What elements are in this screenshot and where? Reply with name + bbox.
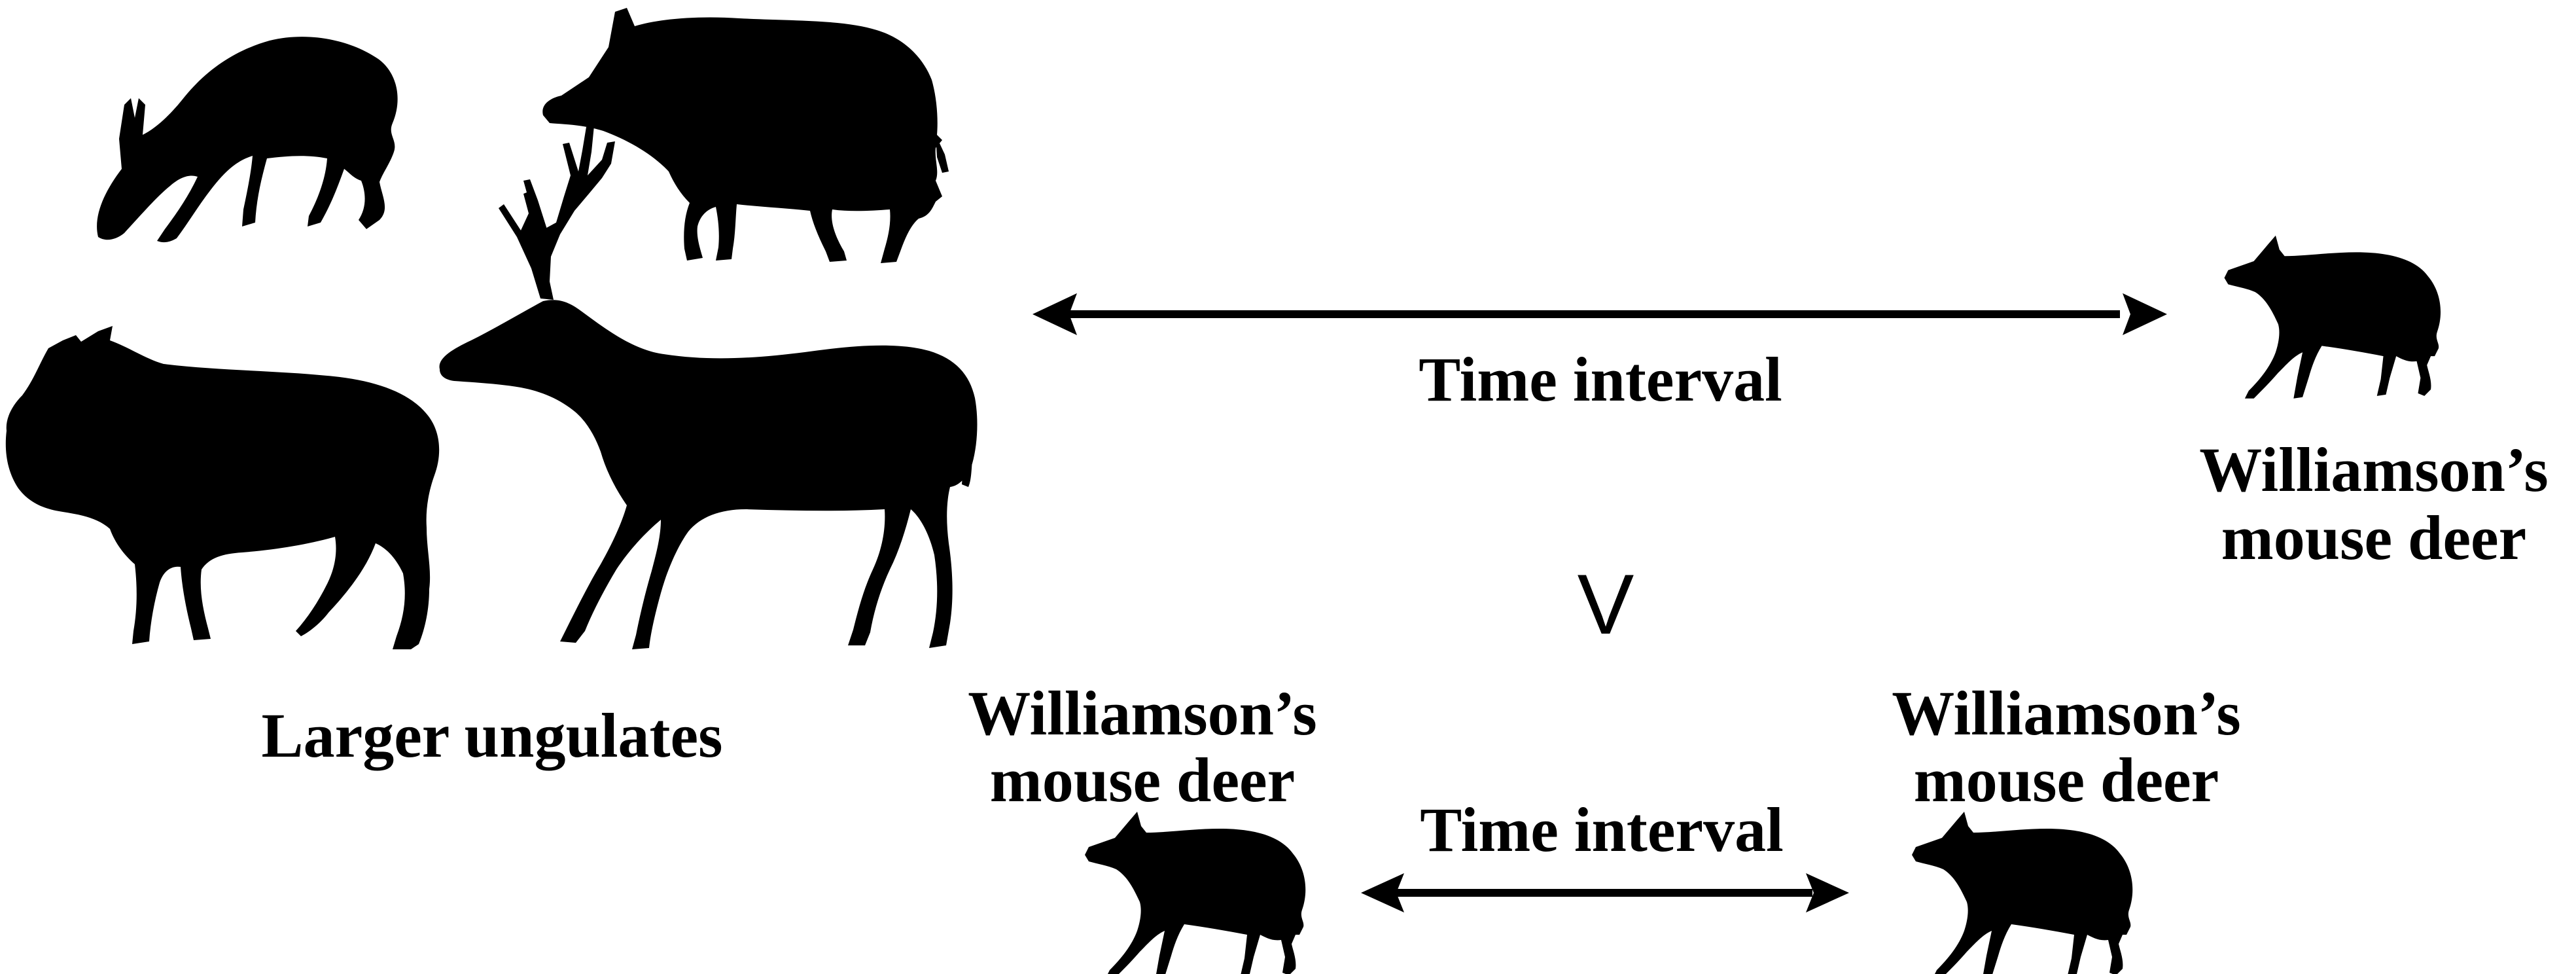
arrowhead-left-bottom — [1361, 873, 1404, 912]
mouse-deer-silhouette-icon-bottom-right — [1912, 812, 2133, 974]
comparison-symbol: V — [1578, 556, 1634, 652]
time-interval-arrow-bottom — [1361, 873, 1849, 912]
mouse-deer-label-bottom-right-line2: mouse deer — [1914, 745, 2219, 815]
arrowhead-left-top — [1032, 293, 1077, 335]
time-interval-label-top: Time interval — [1419, 344, 1782, 414]
mouse-deer-silhouette-icon-right — [2224, 235, 2441, 399]
mouse-deer-label-right-line2: mouse deer — [2221, 503, 2527, 573]
time-interval-label-bottom: Time interval — [1420, 795, 1783, 865]
muntjac-silhouette-icon — [97, 37, 398, 243]
mouse-deer-label-right-line1: Williamson’s — [2199, 435, 2548, 505]
time-interval-arrow-top — [1032, 293, 2167, 335]
larger-ungulates-group — [5, 8, 978, 649]
arrowhead-right-top — [2123, 293, 2167, 335]
larger-ungulates-label: Larger ungulates — [262, 700, 723, 770]
mouse-deer-label-bottom-right-line1: Williamson’s — [1892, 678, 2240, 748]
serow-silhouette-icon — [5, 326, 440, 649]
mouse-deer-silhouette-icon-bottom-left — [1085, 812, 1306, 974]
arrowhead-right-bottom — [1806, 873, 1849, 912]
sambar-deer-silhouette-icon — [439, 126, 978, 649]
mouse-deer-label-bottom-left-line2: mouse deer — [990, 745, 1296, 815]
mouse-deer-label-bottom-left-line1: Williamson’s — [968, 678, 1316, 748]
wild-boar-silhouette-icon — [542, 8, 949, 263]
